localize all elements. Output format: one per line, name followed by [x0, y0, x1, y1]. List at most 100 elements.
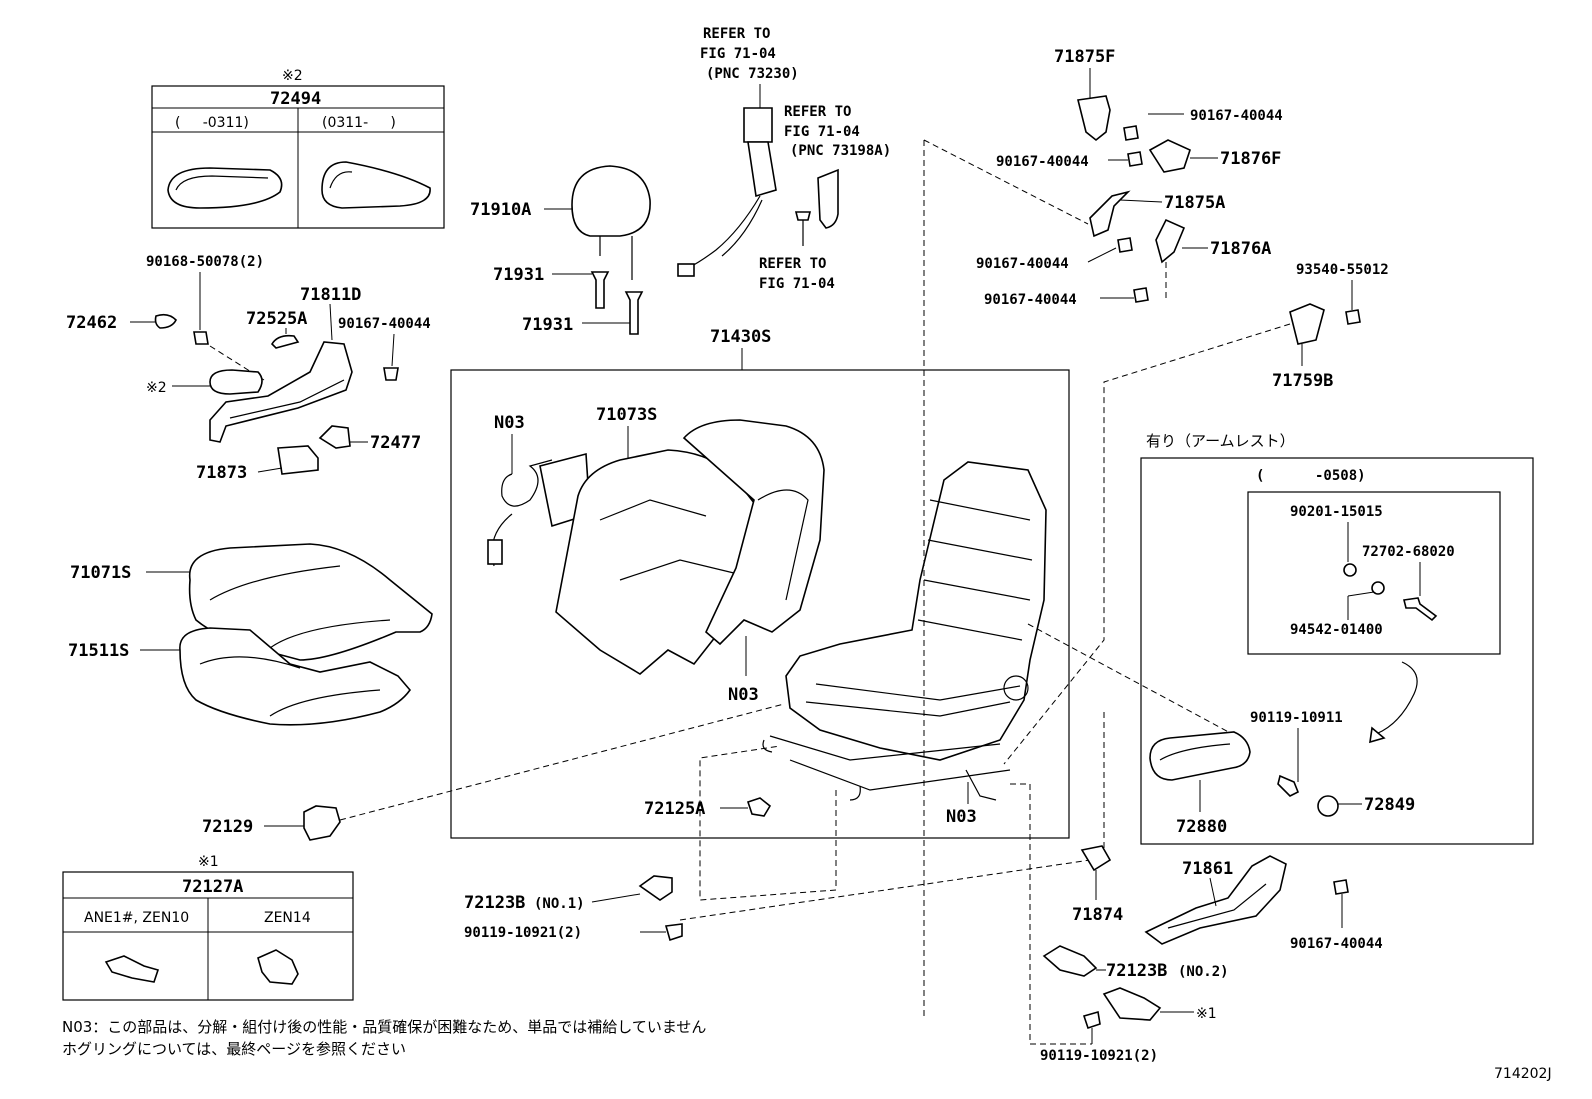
part-72477 [318, 425, 351, 449]
ref2-line1: REFER TO [784, 104, 851, 120]
label-94542[interactable]: 94542-01400 [1290, 622, 1383, 638]
label-90167-r4[interactable]: 90167-40044 [984, 292, 1077, 308]
headrest-group: 71910A 71931 71931 [470, 165, 651, 335]
label-72525a[interactable]: 72525A [246, 309, 307, 329]
label-71861[interactable]: 71861 [1182, 859, 1233, 879]
label-90201[interactable]: 90201-15015 [1290, 504, 1383, 520]
label-71931-a[interactable]: 71931 [493, 265, 544, 285]
label-71931-b[interactable]: 71931 [522, 315, 573, 335]
heater-wire [501, 459, 553, 507]
label-71430s[interactable]: 71430S [710, 327, 771, 347]
headrest-guide-1 [590, 271, 610, 309]
label-90119-right[interactable]: 90119-10921(2) [1040, 1048, 1158, 1064]
box-72494-mark: ※2 [282, 68, 303, 84]
headrest-guide-2 [624, 291, 644, 335]
armrest-72880 [1149, 731, 1251, 781]
ref1-line1: REFER TO [703, 26, 770, 42]
label-n03-a[interactable]: N03 [494, 413, 525, 433]
label-72123b1[interactable]: 72123B [464, 893, 525, 913]
label-90167-r5[interactable]: 90167-40044 [1290, 936, 1383, 952]
bolt-72702 [1403, 597, 1438, 622]
label-72123b2[interactable]: 72123B [1106, 961, 1167, 981]
label-90119-10911[interactable]: 90119-10911 [1250, 710, 1343, 726]
screw-r4 [1133, 287, 1149, 303]
cushion-group: 71071S 71511S [68, 543, 433, 726]
label-71759b[interactable]: 71759B [1272, 371, 1333, 391]
cover-71811d [209, 341, 353, 443]
cover-71876f [1148, 139, 1191, 173]
label-71874[interactable]: 71874 [1072, 905, 1123, 925]
note-line-2: ホグリングについては、最終ページを参照ください [62, 1040, 406, 1058]
label-71071s[interactable]: 71071S [70, 563, 131, 583]
clip-mark1 [1102, 987, 1162, 1021]
box-72494-col1: ( -0311) [175, 115, 249, 131]
label-71073s[interactable]: 71073S [596, 405, 657, 425]
cover-71861 [1144, 855, 1287, 945]
label-90168[interactable]: 90168-50078(2) [146, 254, 264, 270]
box-72494: ※2 72494 ( -0311) (0311- ) [151, 68, 445, 229]
label-n03-c[interactable]: N03 [946, 807, 977, 827]
part-71874 [1080, 845, 1112, 872]
bottom-right-parts: 71874 71861 90167-40044 72123B (NO.2) ※1… [1010, 712, 1383, 1064]
clip-zen14 [257, 949, 299, 985]
box-72127a-part[interactable]: 72127A [182, 877, 243, 897]
label-mark1: ※1 [1196, 1006, 1217, 1022]
washer-90201 [1343, 563, 1357, 577]
screw-r3 [1117, 237, 1133, 253]
label-93540[interactable]: 93540-55012 [1296, 262, 1389, 278]
label-71876a[interactable]: 71876A [1210, 239, 1271, 259]
box-72127a-col1: ANE1#, ZEN10 [84, 910, 189, 926]
screw-r2 [1127, 151, 1143, 167]
switch-71759b [1289, 303, 1325, 345]
label-71811d[interactable]: 71811D [300, 285, 361, 305]
label-72880[interactable]: 72880 [1176, 817, 1227, 837]
cover-71875f [1077, 95, 1111, 142]
handle-mark2 [209, 369, 263, 395]
cushion-pad-71511s [179, 627, 412, 726]
label-90167-r2[interactable]: 90167-40044 [996, 154, 1089, 170]
label-72129[interactable]: 72129 [202, 817, 253, 837]
ref2-line2: FIG 71-04 [784, 124, 860, 140]
label-90167-r1[interactable]: 90167-40044 [1190, 108, 1283, 124]
cover-71875a [1089, 190, 1131, 238]
seatbelt-group: REFER TO FIG 71-04 (PNC 73230) REFER TO … [677, 26, 891, 292]
screw-90168 [193, 331, 209, 345]
box-72127a-mark: ※1 [198, 854, 219, 870]
label-90167-left[interactable]: 90167-40044 [338, 316, 431, 332]
label-71910a[interactable]: 71910A [470, 200, 531, 220]
label-72477[interactable]: 72477 [370, 433, 421, 453]
label-90119-left[interactable]: 90119-10921(2) [464, 925, 582, 941]
label-72462[interactable]: 72462 [66, 313, 117, 333]
box-72127a-col2: ZEN14 [264, 910, 311, 926]
label-71873[interactable]: 71873 [196, 463, 247, 483]
screw-90167-left [383, 367, 399, 381]
back-cover-71073s [555, 449, 762, 675]
washer-72702 [1371, 581, 1385, 595]
bolt-90119-right [1082, 1010, 1101, 1030]
note-line-1: N03：この部品は、分解・組付け後の性能・品質確保が困難なため、単品では補給して… [62, 1018, 706, 1036]
seatbelt-buckle [743, 107, 773, 143]
cover-72123b2 [1042, 945, 1098, 977]
label-90167-r3[interactable]: 90167-40044 [976, 256, 1069, 272]
part-71873 [277, 445, 319, 475]
notes: N03：この部品は、分解・組付け後の性能・品質確保が困難なため、単品では補給して… [62, 1018, 1552, 1082]
label-71875a[interactable]: 71875A [1164, 193, 1225, 213]
armrest-sub: ( -0508) [1256, 468, 1366, 484]
label-72125a[interactable]: 72125A [644, 799, 705, 819]
cap-72462 [154, 313, 177, 329]
ref1-line2: FIG 71-04 [700, 46, 776, 62]
seatbelt-bolt [794, 211, 812, 221]
label-71876f[interactable]: 71876F [1220, 149, 1281, 169]
figure-id: 714202J [1494, 1066, 1552, 1082]
part-72129-group: 72129 [202, 703, 785, 841]
label-71511s[interactable]: 71511S [68, 641, 129, 661]
label-71875f[interactable]: 71875F [1054, 47, 1115, 67]
box-72494-part[interactable]: 72494 [270, 89, 321, 109]
label-72123b2-note: (NO.2) [1178, 964, 1229, 980]
label-72849[interactable]: 72849 [1364, 795, 1415, 815]
headrest [571, 165, 651, 237]
arrow-curve [1375, 661, 1418, 735]
label-72702[interactable]: 72702-68020 [1362, 544, 1455, 560]
label-n03-b[interactable]: N03 [728, 685, 759, 705]
seatbelt-cover [817, 168, 839, 229]
